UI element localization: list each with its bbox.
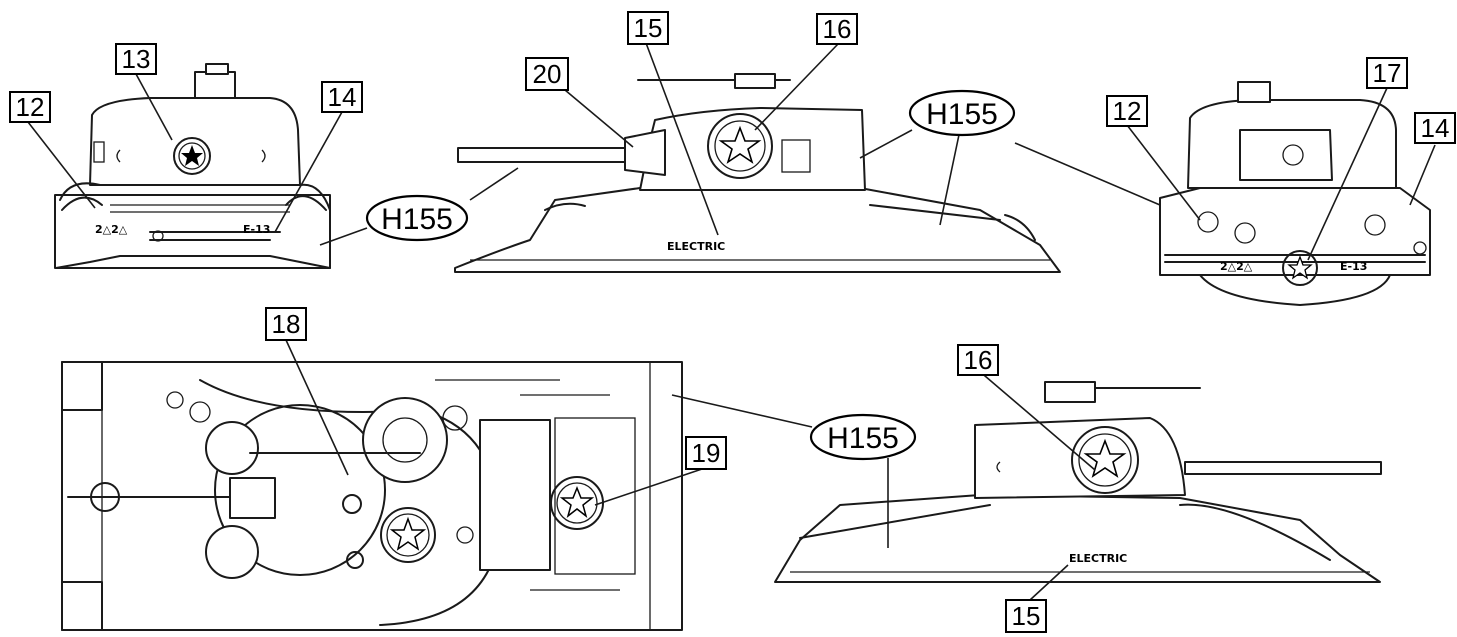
callout-20: 20 [525,57,569,91]
svg-text:14: 14 [328,82,357,112]
callout-12-rear: 12 [1106,95,1148,127]
svg-text:15: 15 [634,13,663,43]
paint-code-side: H155 [908,89,1016,137]
callout-14-front: 14 [321,81,363,113]
leader-lines [27,42,1436,601]
callout-19: 19 [685,436,727,470]
star-insignia-rear [1282,250,1318,286]
star-insignia-front [173,137,211,175]
svg-text:16: 16 [964,345,993,375]
side-electric-marking: ELECTRIC [667,240,725,253]
svg-text:19: 19 [692,438,721,468]
rear-marking-left: 2△2△ [1220,260,1253,273]
star-insignia-top-hull [90,482,120,512]
svg-text:12: 12 [16,92,45,122]
callout-15-right: 15 [1005,599,1047,633]
callout-18: 18 [265,307,307,341]
front-marking-right: E-13 [243,223,270,236]
callout-15-side: 15 [627,11,669,45]
tank-front-view: 2△2△ E-13 [54,63,331,269]
star-insignia-top-turret [380,507,436,563]
svg-text:16: 16 [823,14,852,44]
svg-text:13: 13 [122,44,151,74]
star-insignia-side [707,113,773,179]
star-insignia-side-right [1071,426,1139,494]
paint-code-plan: H155 [809,413,917,461]
svg-text:H155: H155 [381,203,453,236]
callout-16-right: 16 [957,344,999,376]
callout-17: 17 [1366,57,1408,89]
callout-14-rear: 14 [1414,112,1456,144]
tank-top-view [61,361,683,631]
tank-side-view-left: ELECTRIC [454,73,1061,273]
svg-text:18: 18 [272,309,301,339]
side-right-electric-marking: ELECTRIC [1069,552,1127,565]
tank-rear-view: 2△2△ E-13 [1159,81,1431,306]
front-marking-left: 2△2△ [95,223,128,236]
svg-text:H155: H155 [926,98,998,131]
tank-side-view-right: ELECTRIC [774,381,1382,583]
paint-code-front: H155 [365,194,469,242]
rear-marking-right: E-13 [1340,260,1367,273]
callout-16-side: 16 [816,13,858,45]
svg-text:12: 12 [1113,96,1142,126]
svg-text:15: 15 [1012,601,1041,631]
svg-text:14: 14 [1421,113,1450,143]
callout-12-front: 12 [9,91,51,123]
callout-13: 13 [115,43,157,75]
svg-text:20: 20 [533,59,562,89]
svg-text:17: 17 [1373,58,1402,88]
svg-text:H155: H155 [827,422,899,455]
